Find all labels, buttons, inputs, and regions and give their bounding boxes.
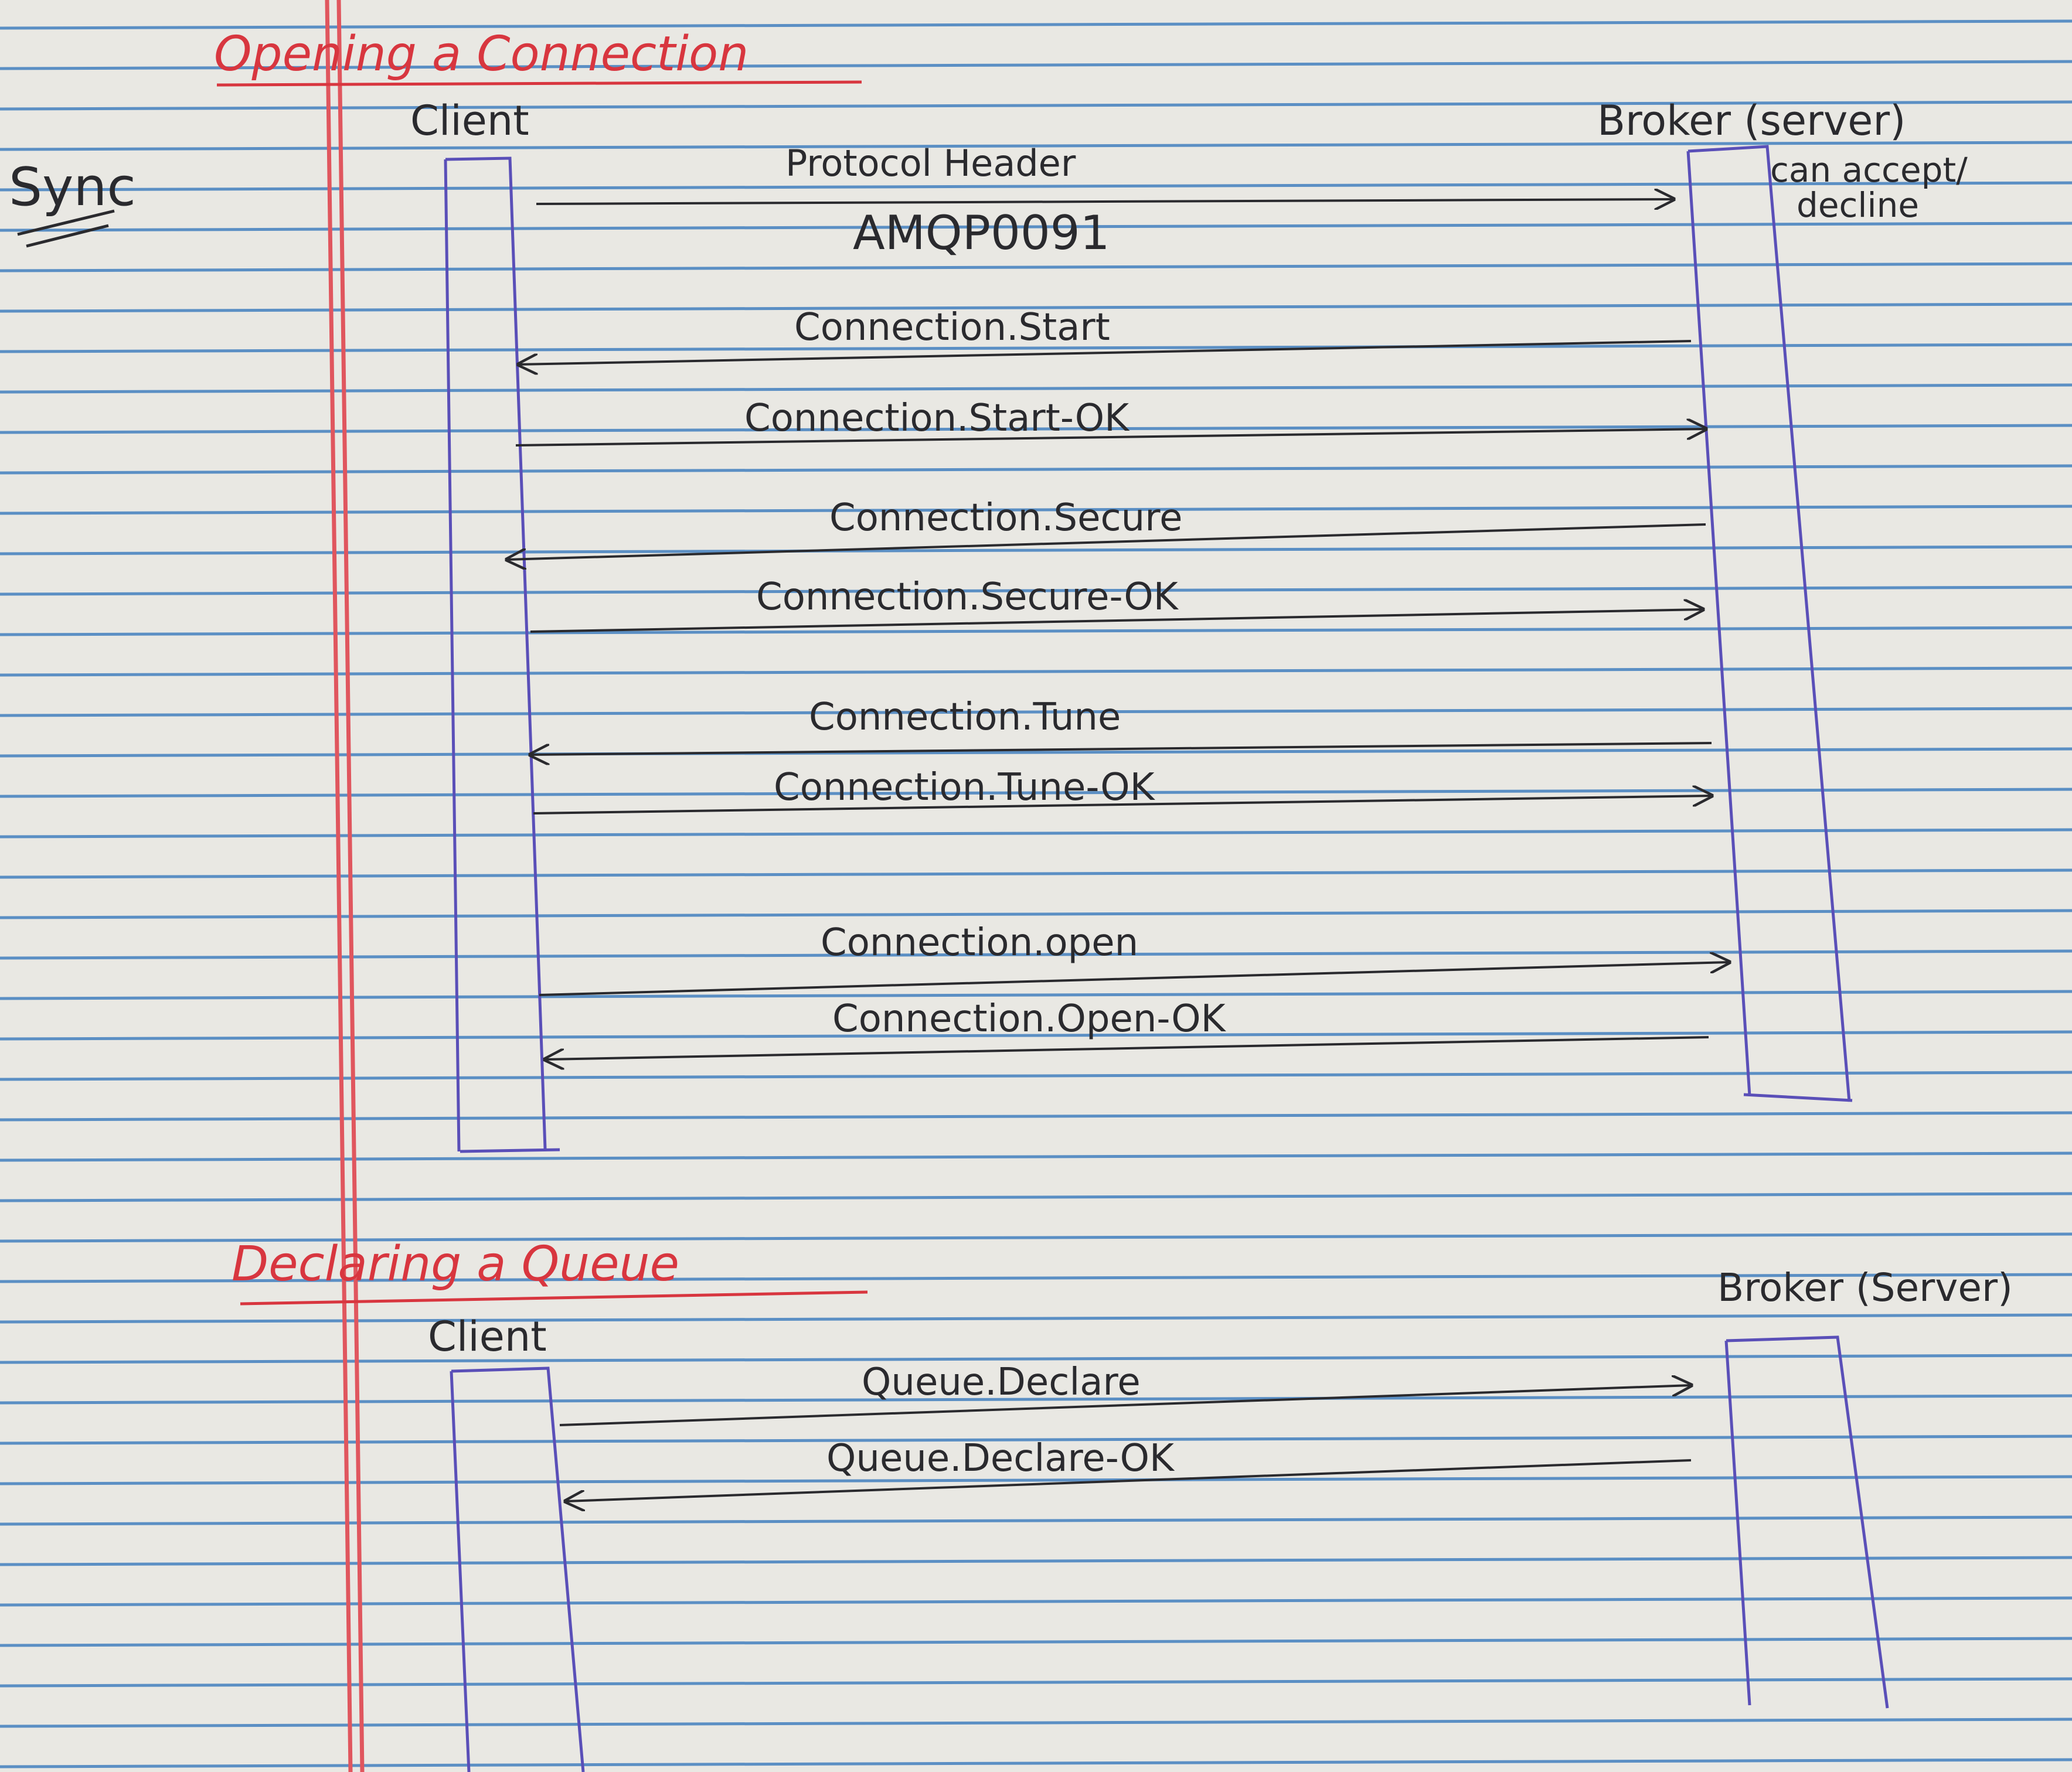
section1-messages: Protocol HeaderAMQP0091Connection.StartC… — [507, 142, 1729, 1059]
margin-line-right — [336, 0, 365, 1772]
message-label: Connection.Tune — [809, 696, 1121, 739]
section1-title: Opening a Connection — [214, 26, 748, 82]
rule-line — [0, 262, 2072, 272]
rule-line — [0, 1192, 2072, 1202]
section2-broker-label: Broker (Server) — [1717, 1265, 2013, 1310]
rule-line — [0, 707, 2072, 717]
message-arrow — [545, 1036, 1709, 1059]
message-arrow — [530, 742, 1712, 755]
section2-title-underline — [240, 1290, 868, 1306]
section2-client-label: Client — [428, 1313, 547, 1361]
section1-broker-lifeline — [1686, 145, 1853, 1102]
section1-client-lifeline — [444, 156, 560, 1153]
section1-broker-label: Broker (server) — [1597, 97, 1906, 145]
rule-line — [0, 1030, 2072, 1041]
section2-broker-lifeline — [1724, 1335, 1889, 1709]
rule-line — [0, 1111, 2072, 1122]
message-label: Connection.Start-OK — [744, 397, 1130, 440]
rule-line — [0, 1677, 2072, 1688]
broker-note-line2: decline — [1797, 185, 1919, 225]
rule-line — [0, 828, 2072, 839]
rule-line — [0, 788, 2072, 798]
side-note-underline-2 — [26, 224, 109, 248]
rule-line — [0, 19, 2072, 30]
message-arrow — [530, 609, 1703, 633]
message-label: Connection.Open-OK — [832, 997, 1227, 1041]
message-label: Connection.Tune-OK — [774, 766, 1156, 809]
rule-line — [0, 302, 2072, 313]
message-arrow — [515, 429, 1706, 447]
side-note-underline-1 — [17, 209, 115, 236]
section2-title: Declaring a Queue — [232, 1236, 679, 1292]
rule-line — [0, 1071, 2072, 1081]
rule-line — [0, 1758, 2072, 1768]
rule-line — [0, 1718, 2072, 1728]
message-arrow — [559, 1385, 1691, 1426]
message-label: Connection.Start — [794, 306, 1110, 349]
message-label: Protocol Header — [785, 142, 1076, 185]
message-arrow — [566, 1459, 1692, 1501]
rule-line — [0, 221, 2072, 232]
message-label: Connection.Secure — [829, 496, 1183, 540]
section1-title-underline — [216, 80, 862, 87]
rule-line — [0, 1151, 2072, 1162]
message-arrow — [539, 962, 1729, 996]
margin-line-left — [325, 0, 353, 1772]
message-arrow — [507, 523, 1706, 560]
section1-client-label: Client — [410, 97, 529, 145]
rule-line — [0, 60, 2072, 70]
rule-line — [0, 181, 2072, 192]
message-label: Connection.open — [821, 921, 1138, 965]
message-label: Queue.Declare — [862, 1361, 1141, 1404]
rule-line — [0, 141, 2072, 151]
section2-client-lifeline — [450, 1367, 585, 1772]
message-arrow — [533, 796, 1712, 815]
message-label: Queue.Declare-OK — [826, 1437, 1175, 1480]
message-label: Connection.Secure-OK — [756, 575, 1179, 619]
message-arrow — [536, 199, 1673, 204]
rule-line — [0, 1637, 2072, 1647]
rule-line — [0, 1596, 2072, 1607]
message-arrow — [519, 340, 1692, 364]
rule-line — [0, 990, 2072, 1000]
rule-line — [0, 666, 2072, 677]
side-note-sync: Sync — [9, 156, 136, 218]
rule-line — [0, 100, 2072, 111]
rule-line — [0, 909, 2072, 919]
rule-line — [0, 868, 2072, 879]
rule-line — [0, 1556, 2072, 1566]
broker-note-line1: can accept/ — [1770, 150, 1968, 190]
message-label: AMQP0091 — [853, 206, 1110, 260]
